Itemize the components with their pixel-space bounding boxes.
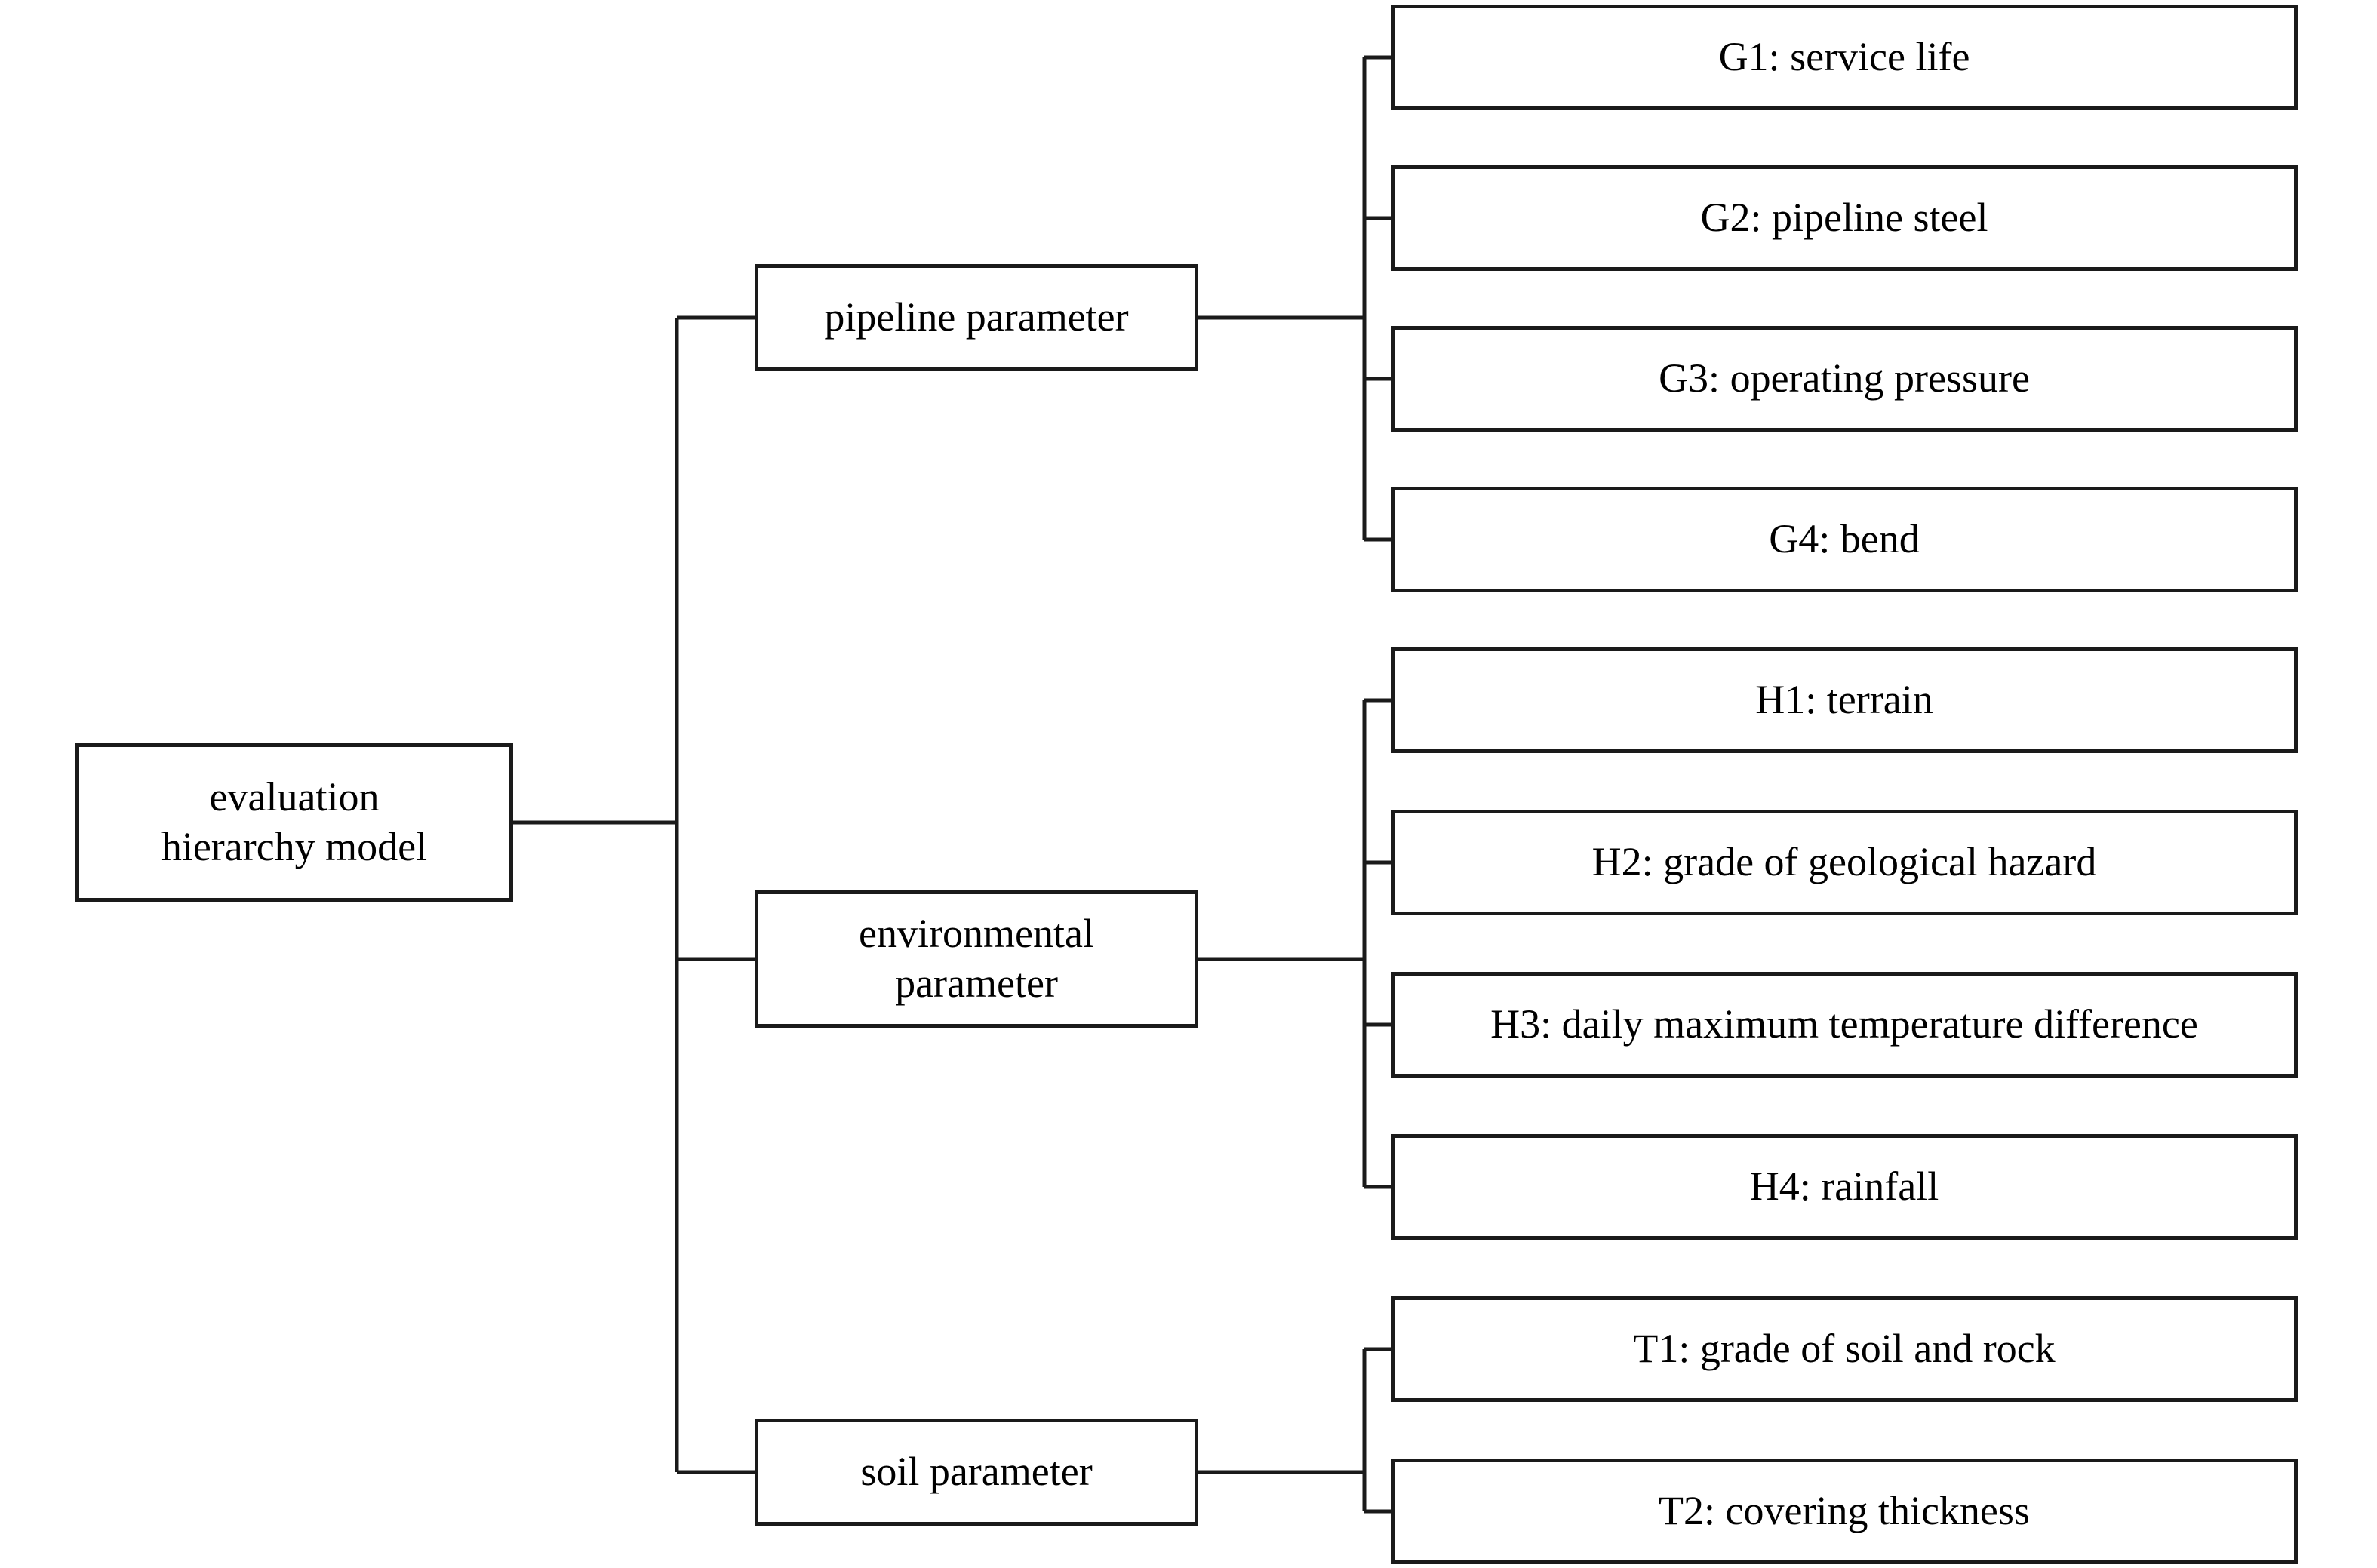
node-t2-label: T2: covering thickness [1659,1488,2030,1534]
node-g1-label: G1: service life [1718,34,1970,80]
node-t1-label: T1: grade of soil and rock [1633,1326,2056,1372]
node-environmental-parameter-label: environmental parameter [859,911,1094,1006]
node-g3-label: G3: operating pressure [1659,355,2030,401]
node-environmental-parameter[interactable]: environmental parameter [755,890,1198,1028]
node-h3-label: H3: daily maximum temperature difference [1490,1001,2198,1047]
node-pipeline-parameter-label: pipeline parameter [824,294,1129,340]
node-pipeline-parameter[interactable]: pipeline parameter [755,264,1198,371]
node-t1[interactable]: T1: grade of soil and rock [1391,1296,2298,1402]
node-h2[interactable]: H2: grade of geological hazard [1391,810,2298,915]
node-g2-label: G2: pipeline steel [1700,195,1988,241]
node-g4[interactable]: G4: bend [1391,487,2298,592]
node-h4[interactable]: H4: rainfall [1391,1134,2298,1240]
node-h1[interactable]: H1: terrain [1391,647,2298,753]
node-h4-label: H4: rainfall [1749,1164,1939,1210]
node-soil-parameter-label: soil parameter [860,1449,1093,1495]
node-h2-label: H2: grade of geological hazard [1591,839,2097,885]
node-t2[interactable]: T2: covering thickness [1391,1459,2298,1564]
node-g4-label: G4: bend [1769,516,1920,562]
node-g3[interactable]: G3: operating pressure [1391,326,2298,432]
node-h1-label: H1: terrain [1755,677,1933,723]
node-g1[interactable]: G1: service life [1391,5,2298,110]
node-soil-parameter[interactable]: soil parameter [755,1419,1198,1526]
node-root[interactable]: evaluation hierarchy model [75,743,513,902]
node-g2[interactable]: G2: pipeline steel [1391,165,2298,271]
node-root-label: evaluation hierarchy model [161,774,428,869]
node-h3[interactable]: H3: daily maximum temperature difference [1391,972,2298,1078]
